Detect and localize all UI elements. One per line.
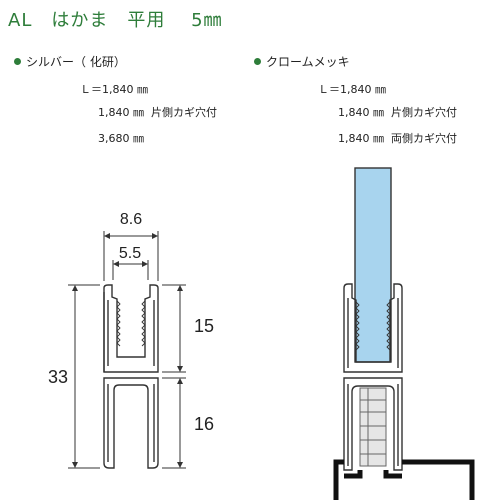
left-spec-line: 3,680 ㎜: [98, 132, 144, 145]
left-spec-line: 1,840 ㎜ 片側カギ穴付: [98, 106, 217, 119]
dim-height-top: 15: [194, 316, 214, 336]
dim-height-bottom: 16: [194, 414, 214, 434]
right-finish-name: クロームメッキ: [266, 55, 350, 69]
right-profile-teeth: [355, 301, 391, 351]
right-spec-line: Ｌ＝1,840 ㎜: [318, 83, 386, 96]
glass-panel: [354, 167, 392, 363]
left-profile-teeth: [116, 300, 146, 347]
bullet-icon: [254, 58, 261, 65]
bullet-icon: [14, 58, 21, 65]
inner-rail-insert: [359, 387, 387, 467]
left-spec-line: Ｌ＝1,840 ㎜: [80, 83, 148, 96]
right-profile-section: [343, 283, 403, 471]
right-spec-line: 1,840 ㎜ 両側カギ穴付: [338, 132, 457, 145]
left-finish-name: シルバー（ 化研）: [26, 55, 126, 69]
right-spec-line: 1,840 ㎜ 片側カギ穴付: [338, 106, 457, 119]
dim-height-total: 33: [48, 367, 68, 387]
page-title: AL はかま 平用 5㎜: [8, 10, 223, 31]
dim-width-inner: 5.5: [119, 245, 141, 262]
floor-rail: [333, 459, 475, 500]
dim-width-outer: 8.6: [120, 211, 142, 228]
left-profile-section: [103, 284, 159, 469]
dimension-lines: [68, 231, 186, 469]
